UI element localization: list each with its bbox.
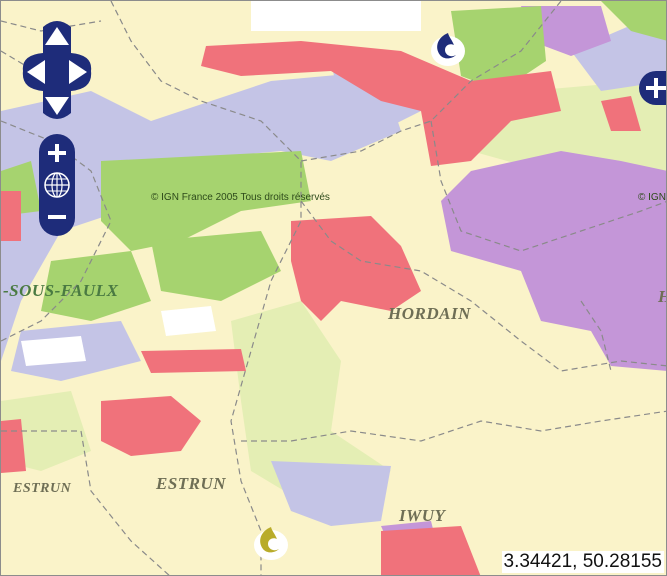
arrow-up-icon[interactable] [43,25,71,49]
arrow-right-icon[interactable] [65,58,89,86]
zoom-in-icon[interactable] [45,141,69,165]
arrow-down-icon[interactable] [43,93,71,117]
place-label-hordain: HORDAIN [388,304,471,323]
pan-control [21,19,93,121]
ign-logo-icon-bottom [249,523,291,568]
place-label-estrun-mid: ESTRUN [156,474,227,493]
place-label-edge-h: H [658,287,666,307]
copyright-notice-right: © IGN [638,192,666,203]
globe-icon[interactable] [43,171,71,199]
place-label-estrun-left: ESTRUN [13,481,72,496]
place-label-sous-faulx: -SOUS-FAULX [3,281,119,300]
arrow-left-icon[interactable] [25,58,49,86]
mouse-position-readout: 3.34421, 50.28155 [501,551,664,573]
zoom-out-icon[interactable] [45,205,69,229]
layer-switcher-button[interactable] [639,71,666,105]
plus-icon [646,78,666,98]
ign-logo-icon [426,29,468,74]
copyright-notice-left: © IGN France 2005 Tous droits réservés [151,192,330,203]
place-label-iwuy: IWUY [399,506,446,525]
